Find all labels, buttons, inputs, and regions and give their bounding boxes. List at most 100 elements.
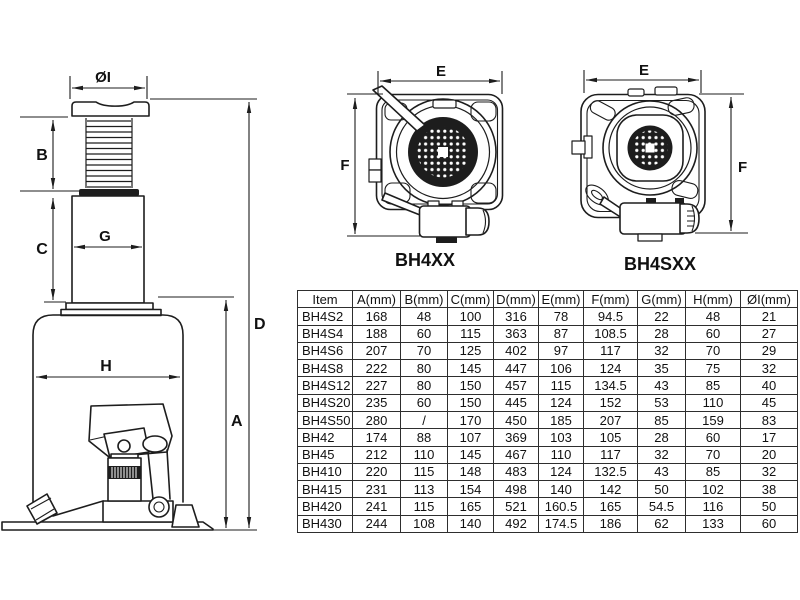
column-header: B(mm) bbox=[400, 289, 448, 309]
column-header: A(mm) bbox=[352, 289, 401, 309]
value-cell: 32 bbox=[740, 462, 798, 482]
item-cell: BH4S4 bbox=[297, 324, 353, 343]
arm-pivot-hole bbox=[153, 501, 165, 513]
value-cell: 110 bbox=[400, 445, 448, 464]
value-cell: 235 bbox=[352, 393, 401, 412]
bh4xx-top-notch bbox=[432, 99, 457, 109]
jack-body bbox=[32, 314, 184, 513]
value-cell: 220 bbox=[352, 462, 401, 482]
column-header: ØI(mm) bbox=[740, 289, 798, 309]
item-cell: BH415 bbox=[297, 480, 353, 499]
pivot-boss bbox=[142, 435, 168, 453]
bh4xx-side-tab-1 bbox=[368, 158, 382, 171]
lever-line bbox=[52, 500, 104, 517]
value-cell: 70 bbox=[400, 341, 448, 361]
bh4sxx-saddle-frame bbox=[616, 114, 684, 182]
value-cell: 124 bbox=[538, 393, 584, 412]
jack-side-view: ØI B C G H A D bbox=[1, 69, 266, 531]
ram-piston bbox=[71, 195, 145, 304]
column-header: Item bbox=[297, 289, 353, 309]
value-cell: 50 bbox=[637, 480, 686, 499]
value-cell: 186 bbox=[583, 514, 638, 534]
item-cell: BH45 bbox=[297, 445, 353, 464]
value-cell: 32 bbox=[637, 341, 686, 361]
value-cell: 498 bbox=[493, 480, 539, 499]
saddle-cap bbox=[71, 101, 150, 117]
pump-piston bbox=[107, 457, 142, 502]
bh4xx-handle-socket bbox=[418, 205, 472, 238]
value-cell: 110 bbox=[685, 393, 741, 412]
value-cell: 212 bbox=[352, 445, 401, 464]
value-cell: 185 bbox=[538, 410, 584, 430]
bh4sxx-bottom-tab bbox=[637, 233, 663, 242]
bh4sxx-title: BH4SXX bbox=[624, 254, 696, 274]
oi-ticks bbox=[69, 76, 148, 99]
dim-label-b: B bbox=[36, 147, 48, 164]
bh4xx-bottom-tab bbox=[436, 237, 457, 243]
bh4sxx-socket-tab-2 bbox=[675, 198, 684, 204]
value-cell: 145 bbox=[447, 359, 494, 378]
value-cell: 457 bbox=[493, 376, 539, 395]
value-cell: 140 bbox=[447, 514, 494, 534]
item-cell: BH420 bbox=[297, 497, 353, 516]
value-cell: 170 bbox=[447, 410, 494, 430]
dim-label-d: D bbox=[254, 316, 266, 333]
value-cell: 88 bbox=[400, 428, 448, 447]
value-cell: 108 bbox=[400, 514, 448, 534]
value-cell: 152 bbox=[583, 393, 638, 412]
item-cell: BH4S20 bbox=[297, 393, 353, 412]
value-cell: 100 bbox=[447, 307, 494, 326]
dim-label-c: C bbox=[36, 241, 48, 258]
bh4sxx-top-bump-1 bbox=[627, 88, 645, 97]
bh4xx-outer-ring bbox=[389, 98, 497, 206]
value-cell: 70 bbox=[685, 341, 741, 361]
value-cell: 132.5 bbox=[583, 462, 638, 482]
value-cell: 174 bbox=[352, 428, 401, 447]
value-cell: 85 bbox=[685, 462, 741, 482]
bh4sxx-top-bump-2 bbox=[654, 86, 678, 96]
value-cell: 369 bbox=[493, 428, 539, 447]
knurl-lines bbox=[111, 467, 137, 478]
release-valve bbox=[26, 493, 58, 525]
bh4sxx-handle-socket bbox=[619, 202, 687, 235]
value-cell: 48 bbox=[400, 307, 448, 326]
value-cell: 188 bbox=[352, 324, 401, 343]
value-cell: 467 bbox=[493, 445, 539, 464]
bh4xx-center-square bbox=[438, 147, 448, 157]
value-cell: 521 bbox=[493, 497, 539, 516]
dim-label-a: A bbox=[231, 413, 243, 430]
valve-detail bbox=[30, 497, 55, 521]
arm-pivot bbox=[148, 496, 170, 518]
value-cell: 165 bbox=[447, 497, 494, 516]
value-cell: 165 bbox=[583, 497, 638, 516]
value-cell: 62 bbox=[637, 514, 686, 534]
value-cell: 60 bbox=[740, 514, 798, 534]
item-cell: BH4S8 bbox=[297, 359, 353, 378]
value-cell: 125 bbox=[447, 341, 494, 361]
column-header: H(mm) bbox=[685, 289, 741, 309]
linkage-pin bbox=[117, 439, 131, 453]
value-cell: 102 bbox=[685, 480, 741, 499]
value-cell: 160.5 bbox=[538, 497, 584, 516]
link-arm bbox=[147, 449, 171, 500]
value-cell: 78 bbox=[538, 307, 584, 326]
value-cell: 134.5 bbox=[583, 376, 638, 395]
value-cell: 32 bbox=[637, 445, 686, 464]
item-cell: BH410 bbox=[297, 462, 353, 482]
base-foot bbox=[171, 504, 200, 528]
value-cell: 54.5 bbox=[637, 497, 686, 516]
value-cell: 150 bbox=[447, 376, 494, 395]
bh4sxx-inner-ring bbox=[608, 106, 692, 190]
value-cell: 94.5 bbox=[583, 307, 638, 326]
piston-flange bbox=[65, 302, 154, 311]
value-cell: 150 bbox=[447, 393, 494, 412]
